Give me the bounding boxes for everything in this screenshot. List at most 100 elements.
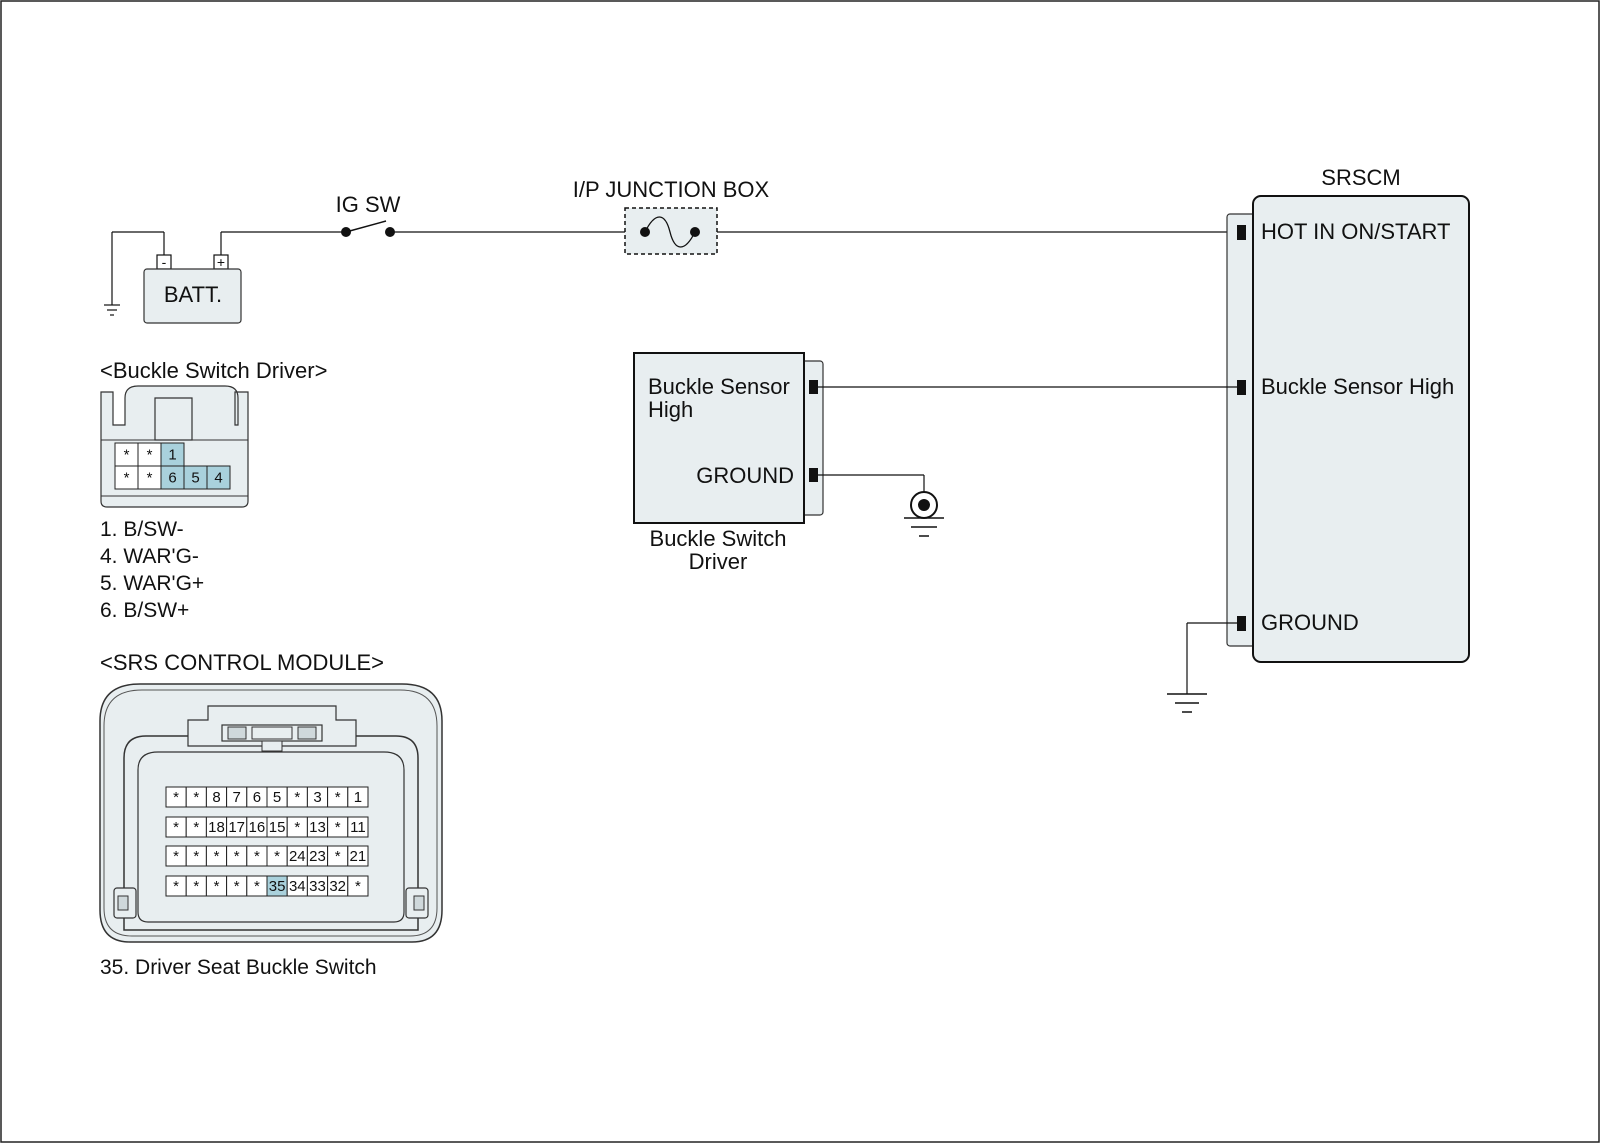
srs-pin: * (165, 786, 187, 808)
srs-pin: * (246, 875, 268, 897)
pin-label: * (234, 878, 240, 895)
pin-label: * (193, 789, 199, 806)
srs-pin: 21 (347, 845, 369, 867)
srs-pin: 18 (205, 816, 228, 838)
driver-name-label-2: Driver (689, 549, 748, 574)
srs-pin: * (286, 816, 308, 838)
srs-pin: 17 (226, 816, 248, 838)
pin-label: 11 (350, 819, 366, 836)
pin-label: 15 (269, 819, 286, 836)
pin-label: * (124, 447, 130, 464)
buckle-legend-1: 1. B/SW- (100, 518, 184, 541)
pin-label: 33 (309, 878, 326, 895)
srs-pin: * (165, 875, 187, 897)
driver-ground-label: GROUND (696, 463, 794, 488)
srscm-hot-in-label: HOT IN ON/START (1261, 219, 1450, 244)
pin-label: * (294, 819, 300, 836)
pin-label: * (214, 878, 220, 895)
pin-label: 34 (289, 878, 306, 895)
srs-pin: 3 (306, 786, 329, 808)
pin-label: * (335, 789, 341, 806)
srscm-buckle-label: Buckle Sensor High (1261, 374, 1454, 399)
buckle-pin: * (114, 465, 139, 490)
pin-label: * (173, 819, 179, 836)
pin-label: * (173, 789, 179, 806)
pin-label: * (193, 848, 199, 865)
srs-pin: * (266, 845, 288, 867)
battery-neg-label: - (162, 254, 167, 270)
srs-pin: * (185, 816, 207, 838)
buckle-pin: * (137, 442, 162, 467)
buckle-switch-module (633, 352, 1237, 537)
pin-label: 16 (249, 819, 266, 836)
srs-pin: 7 (226, 786, 248, 808)
main-power-wire (220, 220, 1237, 255)
srs-pin: 8 (205, 786, 228, 808)
srs-pin: * (205, 845, 228, 867)
pin-label: 1 (354, 789, 362, 806)
ground-symbol-battery (104, 304, 120, 316)
pin-label: * (147, 447, 153, 464)
pin-label: 7 (233, 789, 241, 806)
pin-label: * (124, 470, 130, 487)
srs-pin: 16 (246, 816, 268, 838)
pin-label: * (355, 878, 361, 895)
pin-label: * (214, 848, 220, 865)
pin-label: * (335, 848, 341, 865)
srs-pin: * (185, 845, 207, 867)
srs-pin: 33 (306, 875, 329, 897)
srs-pin: * (205, 875, 228, 897)
pin-label: 1 (168, 447, 176, 464)
buckle-pin: 4 (206, 465, 231, 490)
pin-label: * (335, 819, 341, 836)
srs-pin: 24 (286, 845, 308, 867)
srscm-title: SRSCM (1321, 165, 1400, 190)
driver-name-label-1: Buckle Switch (650, 526, 787, 551)
buckle-legend-2: 4. WAR'G- (100, 545, 199, 568)
buckle-pin: * (137, 465, 162, 490)
pin-label: * (234, 848, 240, 865)
srs-pin: * (185, 786, 207, 808)
pin-label: * (254, 848, 260, 865)
srs-legend: 35. Driver Seat Buckle Switch (100, 956, 377, 979)
pin-label: 17 (228, 819, 245, 836)
pin-label: 6 (253, 789, 261, 806)
battery-pos-label: + (217, 254, 225, 270)
srs-pin: 32 (327, 875, 349, 897)
driver-buckle-label-1: Buckle Sensor (648, 374, 790, 399)
pin-label: 18 (208, 819, 225, 836)
srs-pin: * (286, 786, 308, 808)
srs-pin: * (327, 816, 349, 838)
srs-pin: * (246, 845, 268, 867)
buckle-pin: * (114, 442, 139, 467)
ig-switch-label: IG SW (336, 192, 401, 217)
pin-label: 35 (269, 878, 286, 895)
srs-pin: 23 (306, 845, 329, 867)
pin-label: * (193, 878, 199, 895)
pin-label: * (173, 848, 179, 865)
srscm-module (1226, 195, 1470, 663)
buckle-pin: 1 (160, 442, 185, 467)
junction-box-fuse (624, 207, 718, 255)
pin-label: 4 (214, 470, 222, 487)
pin-label: 6 (168, 470, 176, 487)
srs-pin: * (327, 786, 349, 808)
pin-label: * (254, 878, 260, 895)
buckle-legend-4: 6. B/SW+ (100, 599, 189, 622)
pin-label: * (193, 819, 199, 836)
srs-pin: 6 (246, 786, 268, 808)
pin-label: 5 (191, 470, 199, 487)
srs-connector-title: <SRS CONTROL MODULE> (100, 650, 384, 675)
pin-label: 3 (313, 789, 321, 806)
srs-connector-shell (99, 683, 443, 943)
pin-label: 23 (309, 848, 326, 865)
srs-pin: 11 (347, 816, 369, 838)
srs-pin: * (226, 845, 248, 867)
pin-label: * (173, 878, 179, 895)
srs-pin: * (226, 875, 248, 897)
pin-label: 32 (329, 878, 346, 895)
